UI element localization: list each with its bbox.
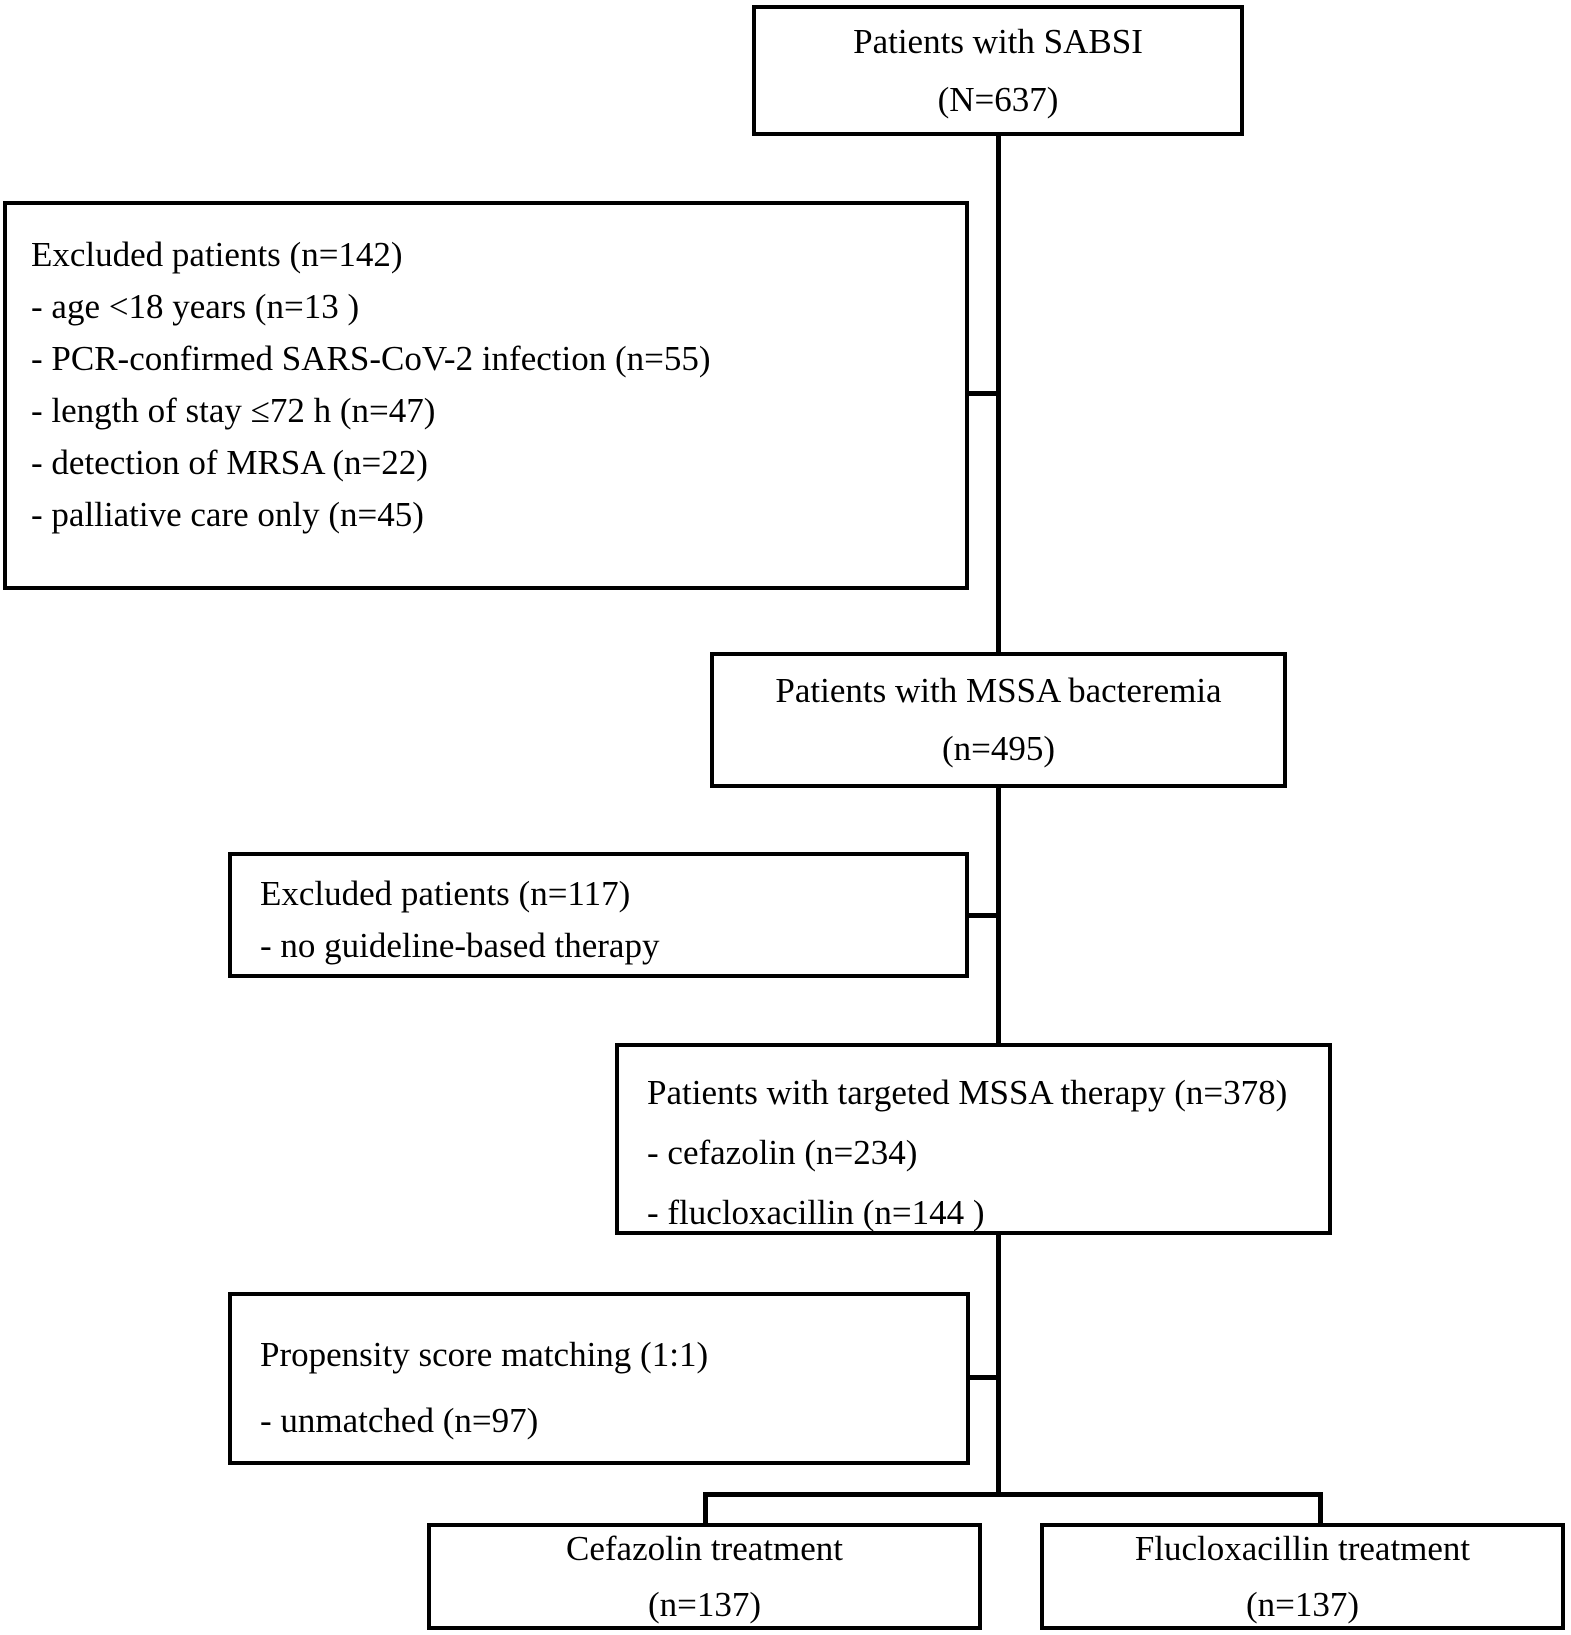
box-cefazolin-treatment: Cefazolin treatment (n=137) bbox=[427, 1523, 982, 1630]
box-excluded-patients-142: Excluded patients (n=142) - age <18 year… bbox=[3, 201, 969, 590]
excluded1-item-palliative: - palliative care only (n=45) bbox=[31, 495, 424, 534]
connector-excluded2-stub bbox=[965, 913, 998, 918]
box-excluded-patients-117: Excluded patients (n=117) - no guideline… bbox=[228, 852, 969, 978]
excluded1-item-los: - length of stay ≤72 h (n=47) bbox=[31, 391, 436, 430]
propensity-title: Propensity score matching (1:1) bbox=[260, 1335, 709, 1374]
cefazolin-treatment-line1: Cefazolin treatment bbox=[566, 1528, 843, 1568]
excluded1-title: Excluded patients (n=142) bbox=[31, 235, 403, 274]
targeted-item-cefazolin: - cefazolin (n=234) bbox=[647, 1133, 918, 1172]
box-mssa-bacteremia-count: (n=495) bbox=[941, 729, 1056, 768]
excluded1-item-pcr: - PCR-confirmed SARS-CoV-2 infection (n=… bbox=[31, 339, 711, 378]
box-patients-sabsi-line1: Patients with SABSI bbox=[853, 21, 1143, 61]
targeted-title: Patients with targeted MSSA therapy (n=3… bbox=[647, 1073, 1288, 1112]
box-propensity-matching: Propensity score matching (1:1) - unmatc… bbox=[228, 1292, 970, 1465]
box-mssa-bacteremia-line1: Patients with MSSA bacteremia bbox=[775, 671, 1222, 710]
connector-branch-right-drop bbox=[1318, 1492, 1323, 1523]
connector-branch-horizontal bbox=[703, 1492, 1323, 1497]
targeted-item-flucloxacillin: - flucloxacillin (n=144 ) bbox=[647, 1193, 985, 1232]
connector-main-segment-2 bbox=[996, 788, 1001, 1043]
flucloxacillin-treatment-count: (n=137) bbox=[1245, 1584, 1360, 1624]
box-targeted-mssa-therapy: Patients with targeted MSSA therapy (n=3… bbox=[615, 1043, 1332, 1235]
connector-main-segment-3 bbox=[996, 1235, 1001, 1496]
flucloxacillin-treatment-line1: Flucloxacillin treatment bbox=[1134, 1528, 1471, 1568]
excluded2-title: Excluded patients (n=117) bbox=[260, 874, 631, 913]
cefazolin-treatment-count: (n=137) bbox=[647, 1584, 762, 1624]
excluded1-item-age: - age <18 years (n=13 ) bbox=[31, 287, 360, 326]
excluded2-item-guideline: - no guideline-based therapy bbox=[260, 926, 660, 965]
box-mssa-bacteremia: Patients with MSSA bacteremia (n=495) bbox=[710, 652, 1287, 788]
connector-propensity-stub bbox=[966, 1375, 998, 1380]
propensity-item-unmatched: - unmatched (n=97) bbox=[260, 1401, 539, 1440]
connector-main-segment-1 bbox=[996, 136, 1001, 652]
excluded1-item-mrsa: - detection of MRSA (n=22) bbox=[31, 443, 428, 482]
box-flucloxacillin-treatment: Flucloxacillin treatment (n=137) bbox=[1040, 1523, 1565, 1630]
connector-excluded1-stub bbox=[965, 391, 998, 396]
connector-branch-left-drop bbox=[703, 1492, 708, 1523]
box-patients-sabsi: Patients with SABSI (N=637) bbox=[752, 5, 1244, 136]
box-patients-sabsi-count: (N=637) bbox=[937, 79, 1059, 119]
